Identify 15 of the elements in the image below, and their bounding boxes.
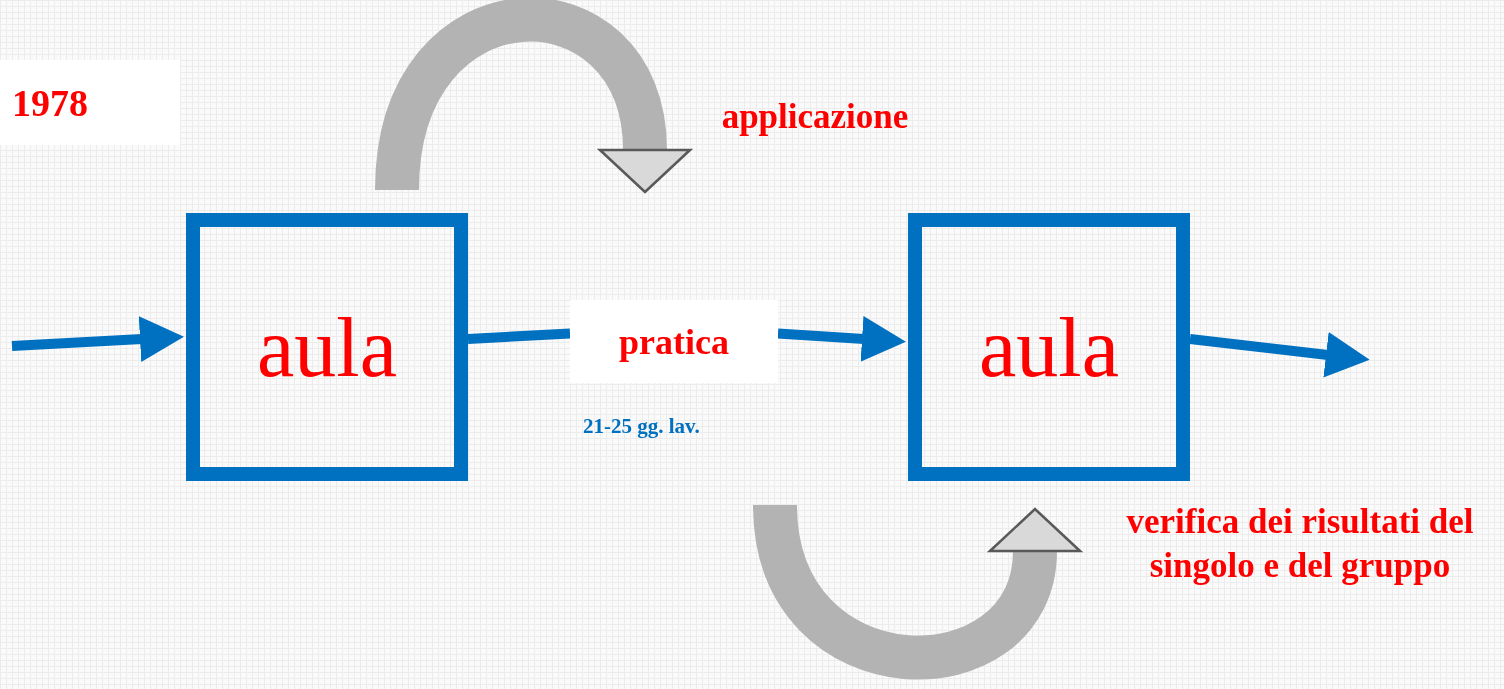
arrow [11, 316, 184, 363]
classroom-box [186, 213, 468, 481]
node-label: aula [257, 299, 397, 396]
node-label: pratica [619, 320, 729, 363]
curved-arrow [753, 502, 1081, 679]
arrow [1189, 331, 1370, 378]
edge-label: applicazione [720, 96, 910, 138]
edge-label: verifica dei risultati del singolo e del gruppo [1125, 501, 1475, 587]
node-label: aula [979, 299, 1119, 396]
classroom-box [908, 213, 1190, 481]
arrow [777, 315, 906, 362]
practice-box [570, 300, 778, 383]
duration-note: 21-25 gg. lav. [583, 414, 700, 439]
connector-line [467, 328, 571, 344]
year-label: 1978 [0, 60, 180, 145]
